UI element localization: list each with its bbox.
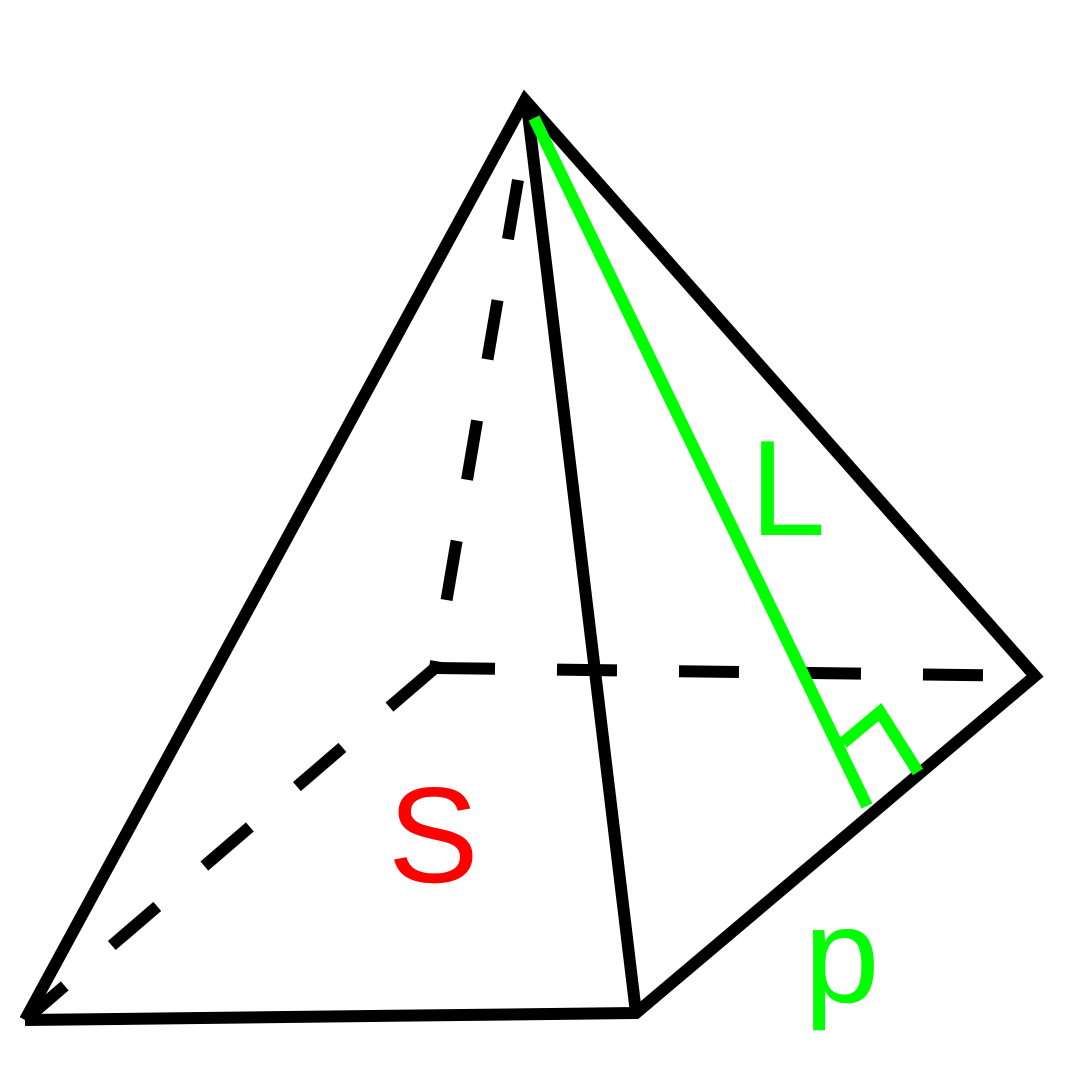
hidden-edge-back-right: [434, 662, 1036, 682]
hidden-edge-apex-back: [429, 178, 524, 670]
base-area-label: S: [388, 759, 479, 911]
right-angle-mark: [839, 702, 924, 776]
edge-apex-front: [521, 104, 642, 1014]
perimeter-label: p: [804, 879, 880, 1031]
slant-height-label: L: [750, 412, 826, 564]
hidden-edge-back-left: [21, 663, 439, 1025]
slant-height-line: [528, 115, 873, 809]
visible-edges: [19, 89, 1044, 1026]
